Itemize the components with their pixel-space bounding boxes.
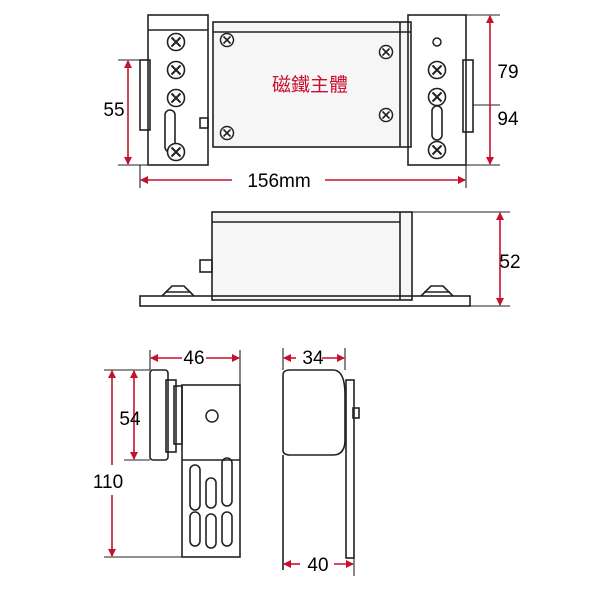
screw-icon bbox=[219, 32, 235, 48]
dimension-label: 54 bbox=[119, 409, 141, 430]
magnet-body-label: 磁鐵主體 bbox=[272, 74, 348, 96]
dimension-width-40: 40 bbox=[283, 555, 355, 576]
dimension-height-79-94: 79 94 bbox=[466, 14, 519, 166]
side-view: 52 bbox=[139, 211, 521, 307]
screw-icon bbox=[166, 142, 186, 162]
screw-icon bbox=[427, 60, 447, 80]
dimension-width-156: 156mm bbox=[139, 165, 467, 192]
mount-bracket bbox=[181, 384, 241, 558]
top-view: 磁鐵主體 156mm 55 bbox=[103, 14, 519, 192]
armature-plate bbox=[149, 369, 169, 461]
dimension-label: 46 bbox=[183, 348, 204, 369]
dimension-height-110: 110 bbox=[93, 369, 182, 558]
dimension-label: 156mm bbox=[247, 171, 310, 192]
base-plate bbox=[139, 295, 471, 307]
dimension-label: 52 bbox=[499, 252, 520, 273]
screw-icon bbox=[378, 107, 394, 123]
profile-view: 34 40 bbox=[282, 348, 360, 576]
screw-icon bbox=[166, 88, 186, 108]
right-bracket bbox=[407, 14, 474, 166]
dimension-label: 94 bbox=[497, 109, 519, 130]
left-bracket bbox=[139, 14, 209, 166]
screw-icon bbox=[219, 125, 235, 141]
screw-icon bbox=[378, 44, 394, 60]
dimension-label: 79 bbox=[497, 62, 518, 83]
screw-icon bbox=[166, 60, 186, 80]
dimension-label: 110 bbox=[93, 472, 123, 493]
screw-icon bbox=[420, 285, 454, 297]
dimension-height-54: 54 bbox=[119, 369, 150, 461]
dimension-height-52: 52 bbox=[412, 211, 521, 307]
armature-profile bbox=[282, 369, 346, 456]
profile-plate bbox=[345, 379, 355, 559]
screw-icon bbox=[166, 32, 186, 52]
dimension-label: 40 bbox=[307, 555, 328, 576]
dimension-height-55: 55 bbox=[103, 59, 148, 166]
dimension-width-46: 46 bbox=[149, 348, 241, 385]
dimension-label: 34 bbox=[302, 348, 324, 369]
dimension-width-34: 34 bbox=[282, 348, 346, 370]
end-view: 46 54 110 bbox=[93, 348, 241, 558]
magnet-body: 磁鐵主體 bbox=[212, 21, 412, 148]
screw-icon bbox=[161, 285, 195, 297]
screw-icon bbox=[427, 87, 447, 107]
dimension-label: 55 bbox=[103, 100, 124, 121]
screw-icon bbox=[427, 140, 447, 160]
magnet-body-side bbox=[211, 211, 413, 301]
